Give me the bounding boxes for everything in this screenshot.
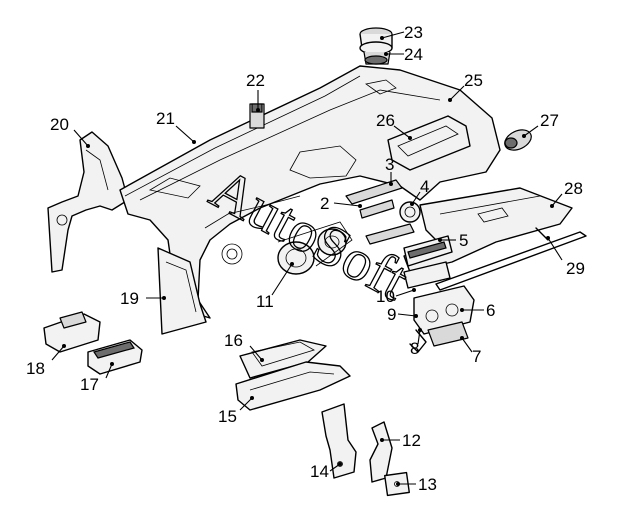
callout-15: 15 [218, 407, 237, 426]
callout-20: 20 [50, 115, 69, 134]
callout-25: 25 [464, 71, 483, 90]
callout-10: 10 [376, 287, 395, 306]
callout-21: 21 [156, 109, 175, 128]
instrument-cluster [277, 221, 353, 275]
center-console-switches [345, 179, 453, 289]
callout-9: 9 [387, 305, 396, 324]
callout-13: 13 [418, 475, 437, 494]
callout-12: 12 [402, 431, 421, 450]
callout-27: 27 [540, 111, 559, 130]
callout-7: 7 [472, 347, 481, 366]
knee-panel-lower [235, 361, 351, 411]
callout-22: 22 [246, 71, 265, 90]
leader-dots [62, 36, 554, 486]
bracket-left [321, 403, 357, 479]
callout-17: 17 [80, 375, 99, 394]
knee-panel-upper [239, 339, 327, 379]
left-side-bracket [47, 131, 129, 273]
clip [249, 103, 265, 129]
fuse-box [87, 339, 143, 375]
callout-6: 6 [486, 301, 495, 320]
callout-26: 26 [376, 111, 395, 130]
bracket-right [369, 421, 393, 483]
glovebox-panel [387, 115, 471, 171]
callout-16: 16 [224, 331, 243, 350]
leader-lines [51, 31, 563, 485]
side-vent [504, 129, 532, 151]
heater-controls [409, 285, 475, 353]
callout-labels: 2 3 4 5 6 7 8 9 10 11 12 13 14 15 16 17 … [26, 23, 585, 494]
callout-14: 14 [310, 462, 329, 481]
relay-bracket [43, 311, 101, 353]
callout-18: 18 [26, 359, 45, 378]
callout-2: 2 [320, 194, 329, 213]
callout-29: 29 [566, 259, 585, 278]
callout-19: 19 [120, 289, 139, 308]
callout-11: 11 [256, 292, 274, 311]
speaker-assembly [359, 27, 393, 65]
callout-28: 28 [564, 179, 583, 198]
callout-4: 4 [420, 177, 429, 196]
callout-3: 3 [385, 155, 394, 174]
callout-24: 24 [404, 45, 423, 64]
callout-23: 23 [404, 23, 423, 42]
left-end-cover [157, 247, 207, 335]
callout-8: 8 [410, 339, 419, 358]
callout-5: 5 [459, 231, 468, 250]
